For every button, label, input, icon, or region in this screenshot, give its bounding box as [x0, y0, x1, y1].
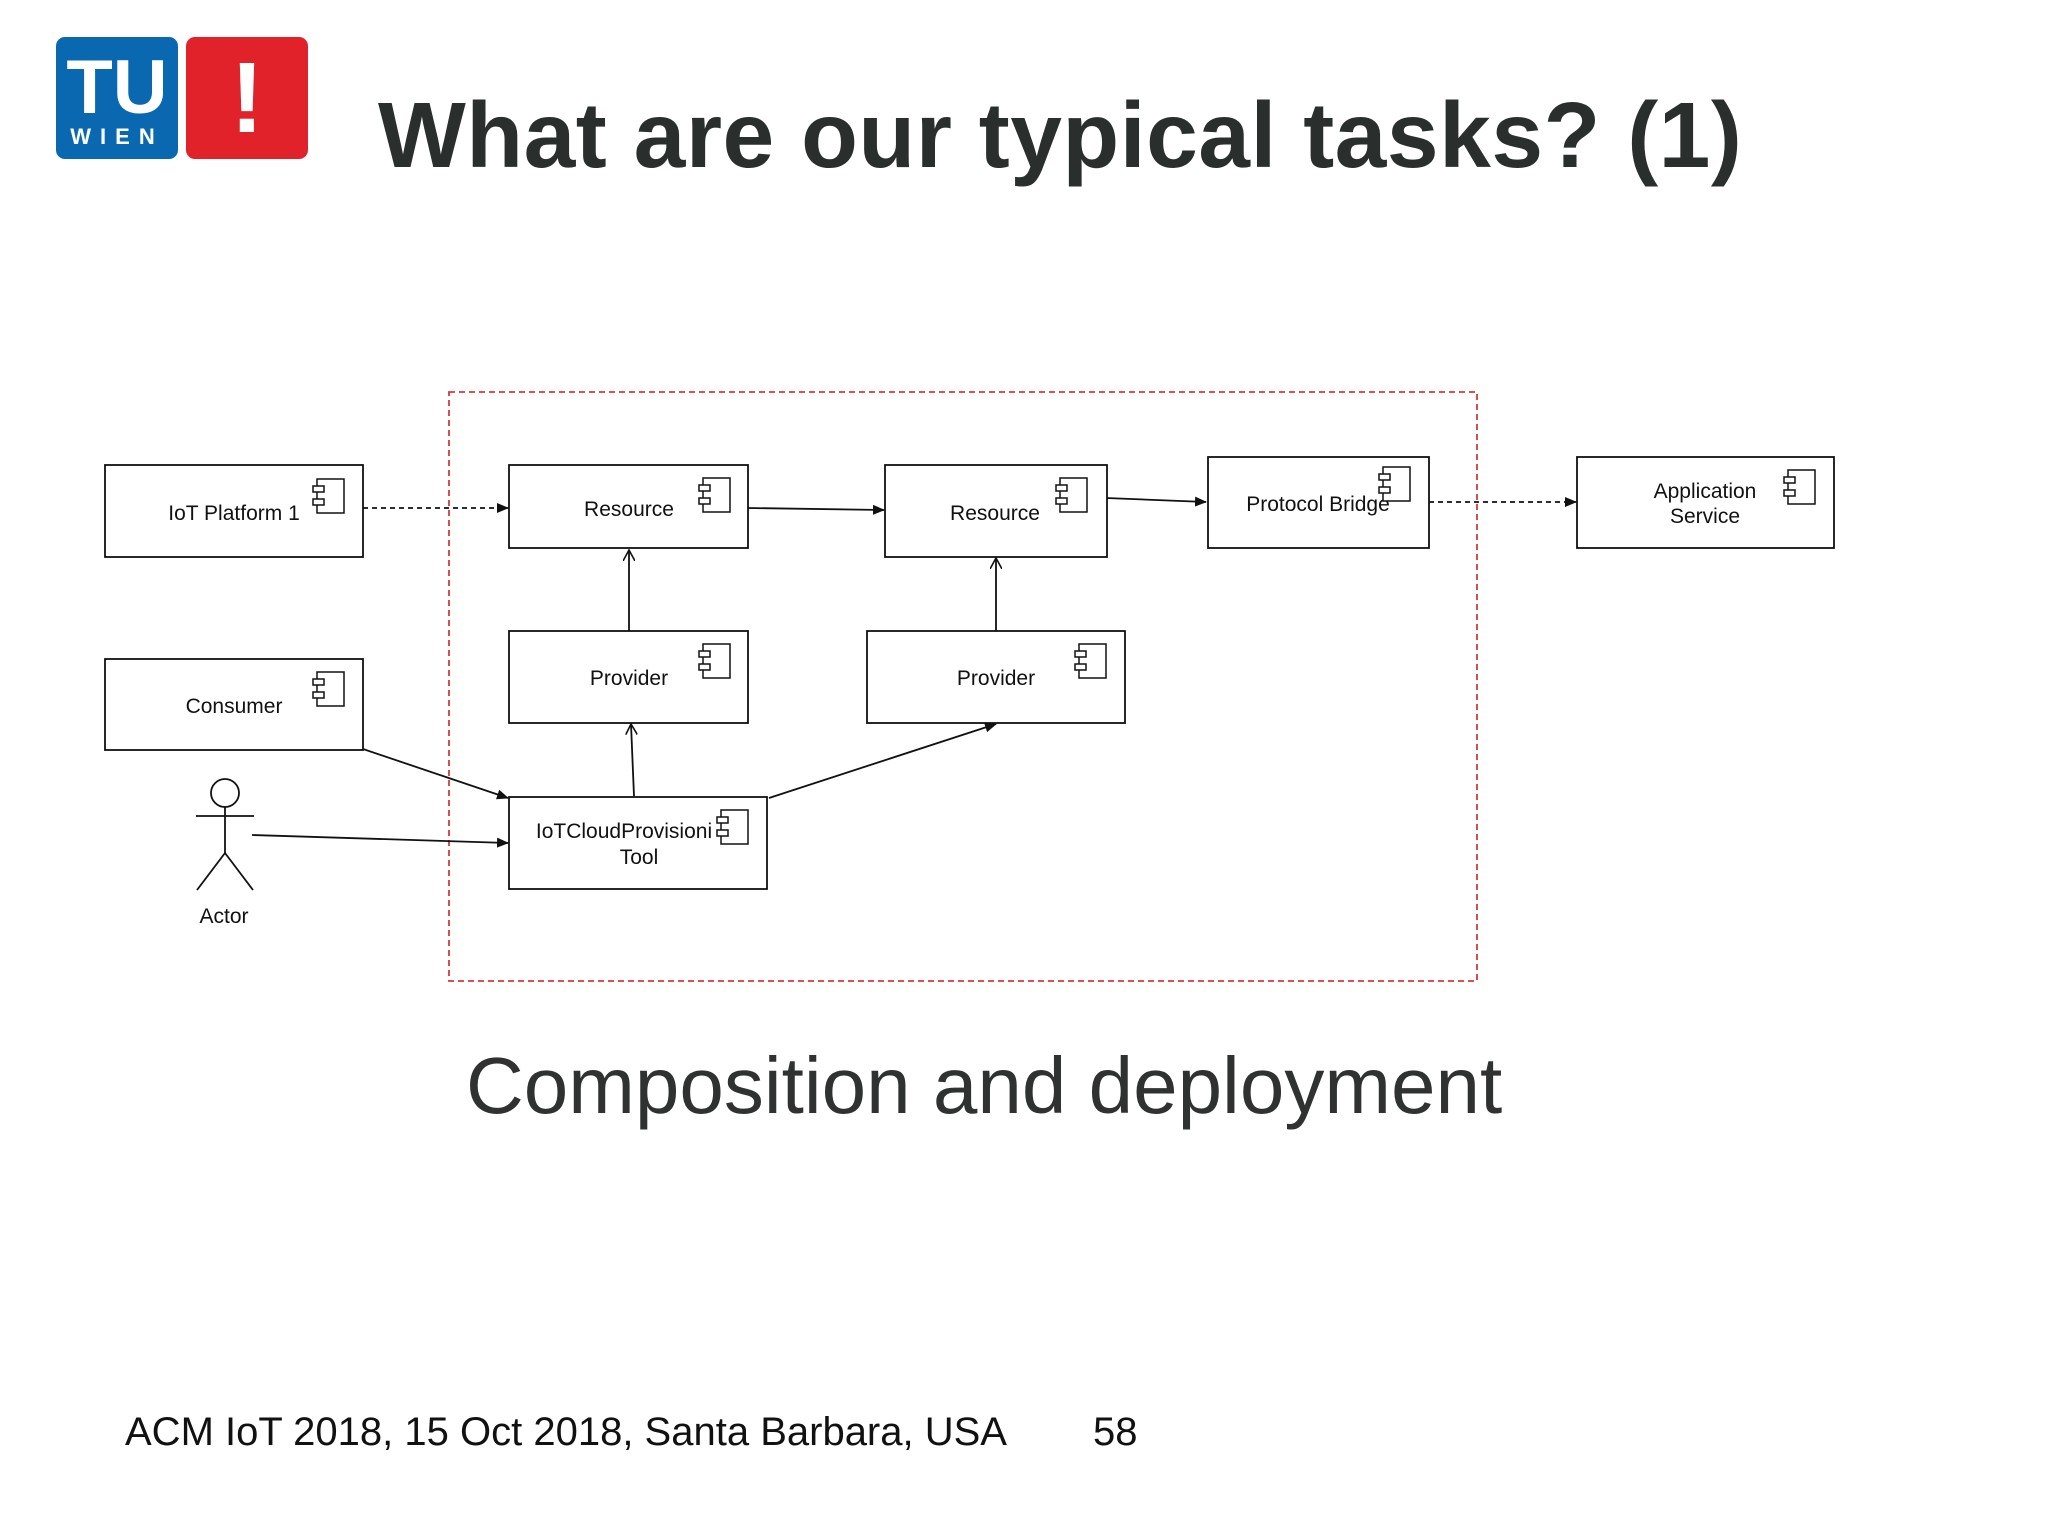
slide-title: What are our typical tasks? (1) [378, 83, 1743, 187]
actor-label: Actor [199, 905, 248, 928]
component-consumer-label: Consumer [186, 695, 283, 718]
tu-wien-logo: TU WIEN ! [56, 37, 308, 159]
connector-tool-to-provider-a [631, 724, 634, 797]
component-provider-a-label: Provider [590, 667, 668, 690]
logo-mark: ! [230, 42, 263, 154]
actor-head-icon [210, 778, 240, 808]
logo-blue-square [56, 37, 178, 159]
component-resource-a-label: Resource [584, 498, 674, 521]
slide-subtitle: Composition and deployment [466, 1041, 1503, 1130]
component-resource-a: Resource [508, 464, 749, 549]
component-provider-b: Provider [866, 630, 1126, 724]
component-application-service-label-line1: Application [1654, 480, 1757, 503]
component-iot-platform-1-label: IoT Platform 1 [168, 502, 300, 525]
component-iot-platform-1: IoT Platform 1 [104, 464, 364, 558]
deployment-boundary [448, 391, 1478, 982]
component-protocol-bridge: Protocol Bridge [1207, 456, 1430, 549]
connector-actor-to-tool [251, 834, 509, 848]
logo-red-square [186, 37, 308, 159]
component-application-service: Application Service [1576, 456, 1835, 549]
component-consumer: Consumer [104, 658, 364, 751]
actor-figure [196, 778, 254, 891]
component-resource-b-label: Resource [950, 502, 1040, 525]
connector-tool-to-provider-b [768, 722, 997, 799]
footer-text: ACM IoT 2018, 15 Oct 2018, Santa Barbara… [125, 1410, 1007, 1454]
component-iot-cloud-provisioning-tool: IoTCloudProvisioni Tool [508, 796, 768, 890]
component-protocol-bridge-label: Protocol Bridge [1246, 493, 1390, 516]
component-application-service-label-line2: Service [1670, 505, 1740, 528]
component-resource-b: Resource [884, 464, 1108, 558]
component-provider-b-label: Provider [957, 667, 1035, 690]
logo-letters-top: TU [66, 45, 167, 130]
logo-letters-bottom: WIEN [70, 124, 163, 149]
connector-consumer-to-tool [362, 748, 509, 800]
component-tool-label-line2: Tool [620, 846, 659, 869]
connector-resource-to-protocol-bridge [1105, 496, 1207, 507]
connections [251, 496, 1577, 848]
component-provider-a: Provider [508, 630, 749, 724]
component-tool-label-line1: IoTCloudProvisioni [536, 820, 712, 843]
connector-resource-to-resource [747, 504, 885, 515]
page-number: 58 [1093, 1410, 1138, 1454]
